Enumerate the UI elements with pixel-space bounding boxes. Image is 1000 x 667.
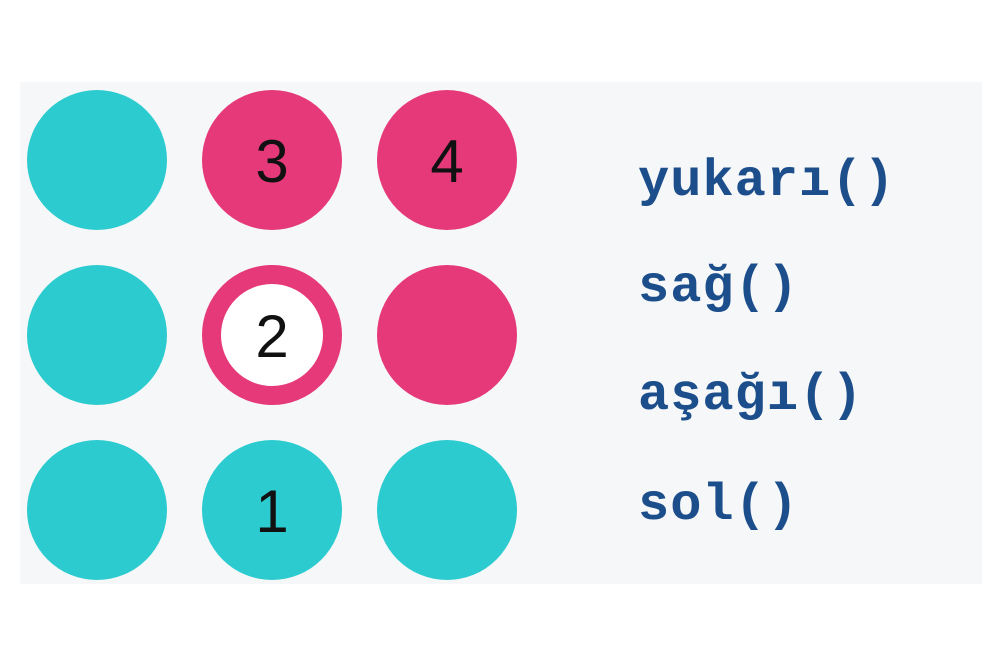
grid-cell-r1-c1[interactable] bbox=[27, 90, 167, 230]
grid-cell-r3-c1[interactable] bbox=[27, 440, 167, 580]
grid-cell-r1-c3[interactable]: 4 bbox=[377, 90, 517, 230]
command-right[interactable]: sağ() bbox=[638, 258, 800, 317]
step-number: 4 bbox=[430, 128, 464, 195]
command-down[interactable]: aşağı() bbox=[638, 366, 864, 425]
grid-cell-r2-c1[interactable] bbox=[27, 265, 167, 405]
grid-cell-r2-c2[interactable]: 2 bbox=[202, 265, 342, 405]
command-up[interactable]: yukarı() bbox=[638, 152, 896, 211]
puzzle-panel: 3 4 2 1 yukarı() sağ() aşağı() sol() bbox=[20, 82, 982, 584]
step-number: 3 bbox=[255, 128, 289, 195]
grid-cell-r3-c2[interactable]: 1 bbox=[202, 440, 342, 580]
command-left[interactable]: sol() bbox=[638, 476, 800, 535]
grid-cell-r1-c2[interactable]: 3 bbox=[202, 90, 342, 230]
step-number: 1 bbox=[255, 478, 289, 545]
step-number: 2 bbox=[255, 303, 289, 370]
grid-cell-r3-c3[interactable] bbox=[377, 440, 517, 580]
grid-cell-r2-c3[interactable] bbox=[377, 265, 517, 405]
